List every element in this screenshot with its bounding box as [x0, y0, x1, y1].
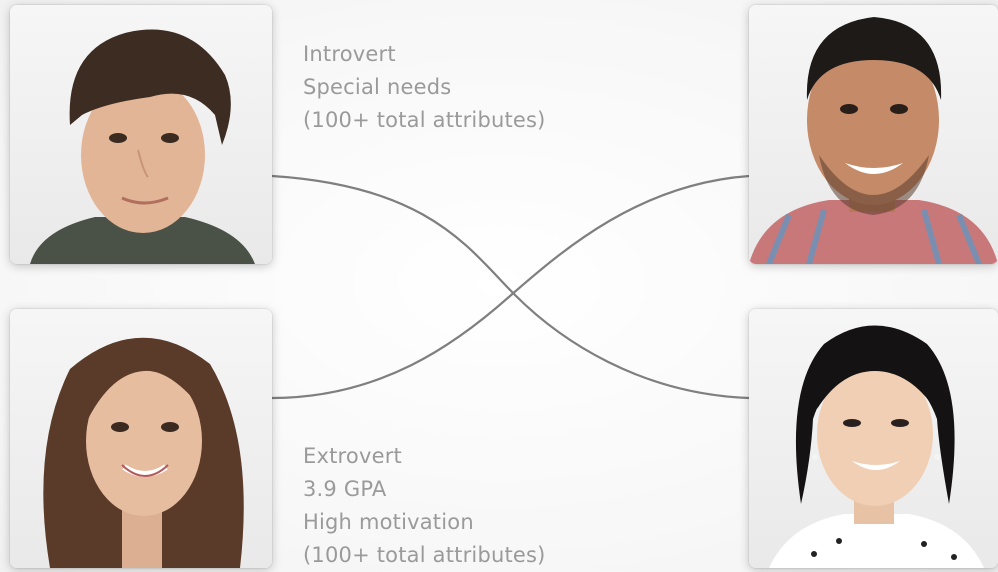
portrait-photo [769, 325, 984, 568]
student-photo-top-right [749, 5, 998, 264]
attribute-item: Special needs [303, 75, 452, 99]
attribute-list-top: Introvert Special needs (100+ total attr… [303, 38, 546, 137]
portrait-photo [30, 29, 255, 264]
attribute-item: High motivation [303, 510, 474, 534]
portrait-photo [749, 17, 998, 264]
attribute-item: 3.9 GPA [303, 477, 387, 501]
portrait-photo [43, 337, 244, 568]
connector-line-bottom-left-to-top-right [271, 174, 750, 400]
attribute-item: (100+ total attributes) [303, 108, 546, 132]
attribute-item: Introvert [303, 42, 396, 66]
student-photo-bottom-right [749, 309, 998, 568]
connector-line-top-left-to-bottom-right [271, 174, 750, 400]
student-photo-top-left [10, 5, 272, 264]
attribute-item: Extrovert [303, 444, 402, 468]
student-photo-bottom-left [10, 309, 272, 568]
attribute-item: (100+ total attributes) [303, 543, 546, 567]
attribute-list-bottom: Extrovert 3.9 GPA High motivation (100+ … [303, 440, 546, 572]
